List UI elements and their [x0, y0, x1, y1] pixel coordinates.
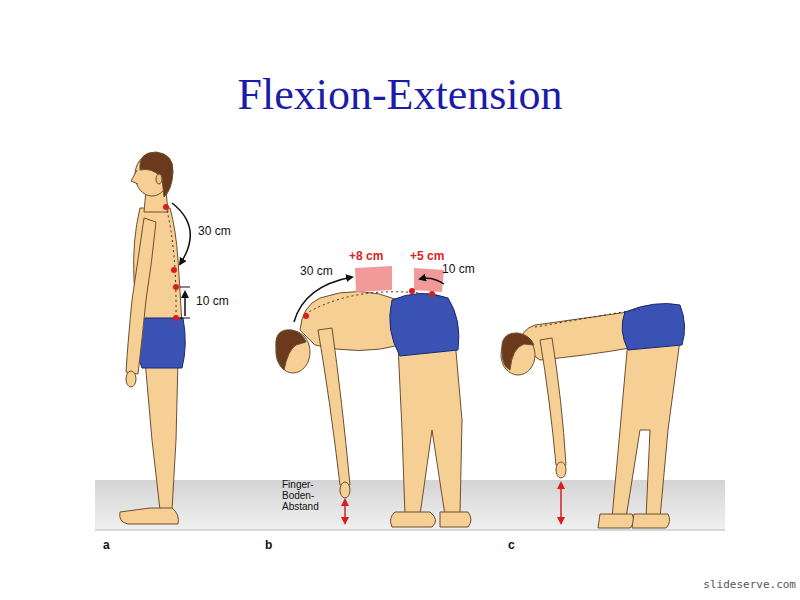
- measure-marks-b-part: [355, 266, 392, 292]
- floor-part: [95, 530, 725, 531]
- slide-title: Flexion-Extension: [237, 70, 562, 120]
- dimension-label: 10 cm: [442, 262, 475, 276]
- flexion-figure-part: [340, 482, 350, 498]
- hip-flexion-figure-part: [540, 338, 566, 465]
- flexion-figure-part: [398, 340, 462, 515]
- hip-flexion-figure-part: [632, 514, 670, 528]
- panel-letter: c: [508, 538, 515, 552]
- standing-figure-part: [166, 206, 176, 320]
- measure-marks-b-part: [294, 277, 352, 322]
- measure-marks-b-part: [420, 278, 444, 284]
- hip-flexion-figure-part: [556, 462, 566, 478]
- change-label: +5 cm: [410, 249, 444, 263]
- hip-flexion-figure: [501, 304, 685, 528]
- flexion-figure-part: [300, 291, 400, 350]
- standing-figure: [120, 152, 186, 524]
- measure-marks-a-part: [180, 287, 190, 318]
- measure-marks-b-part: [409, 288, 415, 294]
- hip-flexion-figure-part: [612, 340, 680, 518]
- measure-marks-b-part: [344, 500, 346, 523]
- measure-marks-a: [163, 203, 190, 321]
- title-rule-part: [410, 133, 735, 136]
- measure-marks-a-part: [172, 203, 190, 264]
- dimension-label: 30 cm: [198, 224, 231, 238]
- measure-marks-a-part: [184, 292, 186, 316]
- title-rule: [410, 134, 735, 135]
- flexion-figure-part: [391, 512, 436, 527]
- standing-figure-part: [156, 174, 162, 184]
- measure-label: Finger- Boden- Abstand: [282, 479, 319, 512]
- measure-marks-a-part: [173, 284, 179, 290]
- measure-marks-a-part: [163, 204, 169, 210]
- standing-figure-part: [140, 152, 173, 197]
- flexion-figure-part: [318, 328, 350, 485]
- standing-figure-part: [145, 360, 178, 510]
- panel-letter: b: [265, 538, 272, 552]
- measure-marks-b-part: [303, 313, 309, 319]
- measure-marks-c: [561, 483, 562, 523]
- measure-marks-b-part: [429, 291, 435, 297]
- hip-flexion-figure-part: [535, 309, 640, 327]
- panel-letter: a: [103, 538, 110, 552]
- hip-flexion-figure-part: [622, 304, 684, 350]
- standing-figure-part: [131, 170, 138, 184]
- flexion-figure: [276, 291, 471, 527]
- measure-marks-a-part: [173, 315, 179, 321]
- flexion-figure-part: [440, 512, 471, 527]
- standing-figure-part: [120, 508, 179, 524]
- flexion-figure-part: [390, 293, 459, 356]
- flexion-figure-part: [276, 330, 306, 370]
- standing-figure-part: [126, 218, 156, 374]
- measure-marks-b: [294, 266, 444, 523]
- hip-flexion-figure-part: [502, 333, 534, 370]
- measure-marks-b-part: [414, 268, 444, 292]
- measure-marks-a-part: [171, 267, 177, 273]
- hip-flexion-figure-part: [598, 514, 634, 528]
- standing-figure-part: [126, 371, 136, 387]
- measure-marks-c-part: [560, 483, 562, 523]
- dimension-label: 30 cm: [300, 264, 333, 278]
- watermark: slideserve.com: [703, 578, 796, 591]
- change-label: +8 cm: [349, 249, 383, 263]
- hip-flexion-figure-part: [520, 312, 630, 360]
- dimension-label: 10 cm: [196, 294, 229, 308]
- flexion-figure-part: [305, 292, 440, 314]
